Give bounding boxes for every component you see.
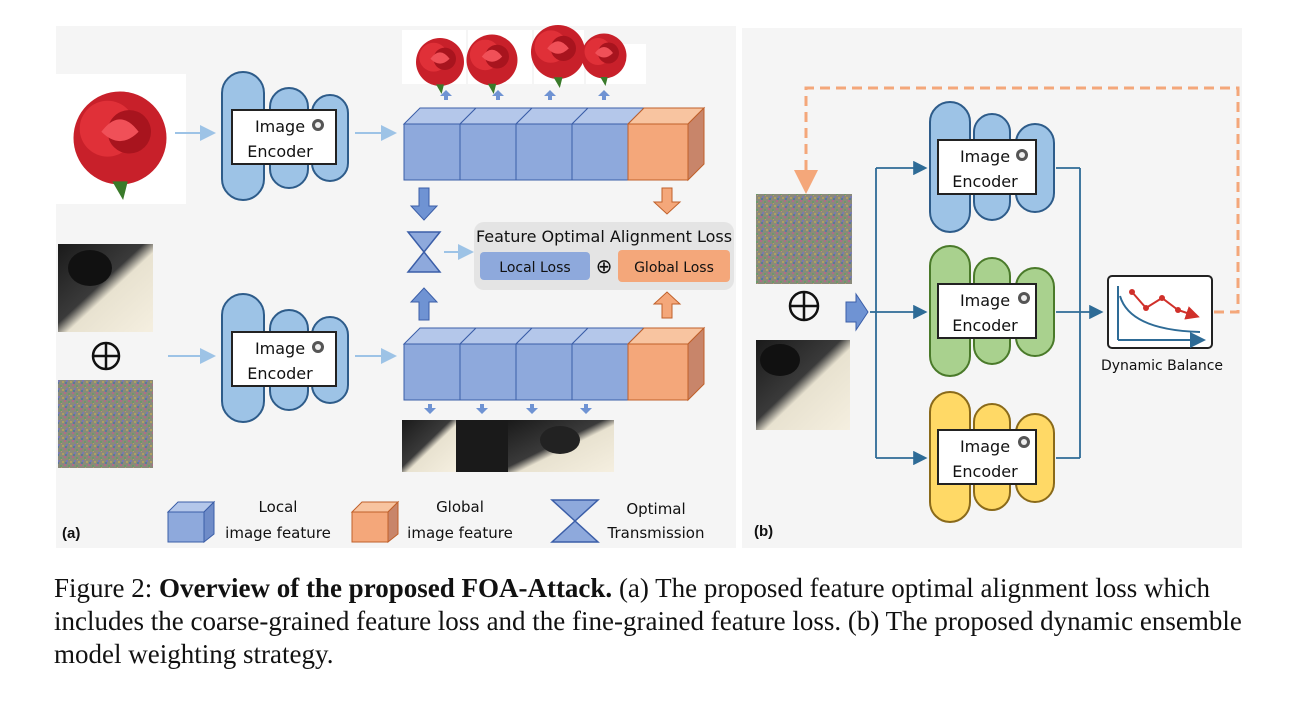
branch-lines-out — [1056, 167, 1104, 459]
legend: Local image feature Global image feature… — [166, 498, 705, 544]
optimal-transmission-icon — [406, 231, 442, 273]
figure-2-diagram: Image Encoder Image Encoder — [56, 24, 1240, 544]
panel-a-label: (a) — [62, 525, 80, 542]
encoder-label-line1: Image — [960, 147, 1010, 166]
encoder-label-line2: Encoder — [247, 142, 313, 161]
local-feature-cube — [402, 327, 478, 401]
local-feature-cube — [514, 107, 590, 181]
legend-local-line1: Local — [259, 498, 298, 516]
small-up-arrows — [440, 90, 610, 100]
encoder-label-line2: Encoder — [952, 172, 1018, 191]
noise-image-b — [756, 194, 852, 284]
legend-global-line1: Global — [436, 498, 484, 516]
plus-circle-icon — [91, 341, 121, 371]
caption-body: (a) The proposed feature optimal alignme… — [54, 573, 1242, 669]
lock-icon — [1018, 292, 1030, 304]
legend-global-cube — [350, 500, 400, 544]
encoder-label-line2: Encoder — [952, 462, 1018, 481]
down-arrow-global — [652, 187, 682, 215]
panda-crops — [402, 420, 614, 472]
loss-plus-symbol: ⊕ — [596, 254, 613, 278]
feedback-loop-arrow — [794, 86, 1240, 314]
plus-circle-icon-b — [788, 290, 820, 322]
noise-image — [58, 380, 153, 468]
encoder-label-line2: Encoder — [247, 364, 313, 383]
local-feature-cube — [458, 107, 534, 181]
image-encoder-green: Image Encoder — [929, 245, 1055, 377]
caption-bold-title: Overview of the proposed FOA-Attack. — [159, 573, 613, 603]
lock-icon — [1018, 436, 1030, 448]
encoder-label-line1: Image — [255, 117, 305, 136]
encoder-label-line2: Encoder — [952, 316, 1018, 335]
feature-optimal-alignment-loss-box: Feature Optimal Alignment Loss Local Los… — [474, 222, 734, 290]
lock-icon — [1016, 149, 1028, 161]
rose-image — [56, 74, 186, 204]
image-encoder-blue: Image Encoder — [929, 101, 1055, 233]
lock-icon — [312, 341, 324, 353]
legend-global-line2: image feature — [407, 524, 513, 542]
up-arrow-global — [652, 291, 682, 319]
encoder-label-line1: Image — [960, 437, 1010, 456]
dynamic-balance-label: Dynamic Balance — [1101, 358, 1223, 374]
legend-ot-icon — [550, 499, 600, 543]
caption-prefix: Figure 2: — [54, 573, 159, 603]
legend-ot-line2: Transmission — [607, 524, 705, 542]
legend-ot-line1: Optimal — [626, 500, 685, 518]
loss-box-title: Feature Optimal Alignment Loss — [476, 227, 732, 246]
down-arrow-local — [409, 187, 439, 221]
image-encoder-bottom: Image Encoder — [221, 293, 349, 423]
local-loss-label: Local Loss — [499, 260, 570, 276]
local-feature-cube — [458, 327, 534, 401]
panel-b-label: (b) — [754, 523, 773, 540]
global-loss-label: Global Loss — [634, 260, 714, 276]
encoder-label-line1: Image — [255, 339, 305, 358]
rose-crops — [402, 24, 646, 94]
panda-image — [58, 244, 153, 332]
feature-row-top — [402, 106, 706, 182]
branch-lines-in — [870, 160, 928, 466]
legend-local-line2: image feature — [225, 524, 331, 542]
global-feature-cube — [626, 326, 706, 402]
feature-row-bottom — [402, 326, 706, 402]
input-arrow-b — [845, 292, 869, 332]
lock-icon — [312, 119, 324, 131]
legend-local-cube — [166, 500, 216, 544]
panda-image-b — [756, 340, 850, 430]
local-feature-cube — [570, 327, 646, 401]
global-feature-cube — [626, 106, 706, 182]
figure-caption: Figure 2: Overview of the proposed FOA-A… — [54, 572, 1254, 671]
local-feature-cube — [402, 107, 478, 181]
image-encoder-top: Image Encoder — [221, 71, 349, 201]
local-feature-cube — [570, 107, 646, 181]
encoder-label-line1: Image — [960, 291, 1010, 310]
small-down-arrows — [424, 404, 592, 414]
up-arrow-local — [409, 287, 439, 321]
image-encoder-yellow: Image Encoder — [929, 391, 1055, 523]
dynamic-balance-chart-icon — [1107, 275, 1213, 349]
